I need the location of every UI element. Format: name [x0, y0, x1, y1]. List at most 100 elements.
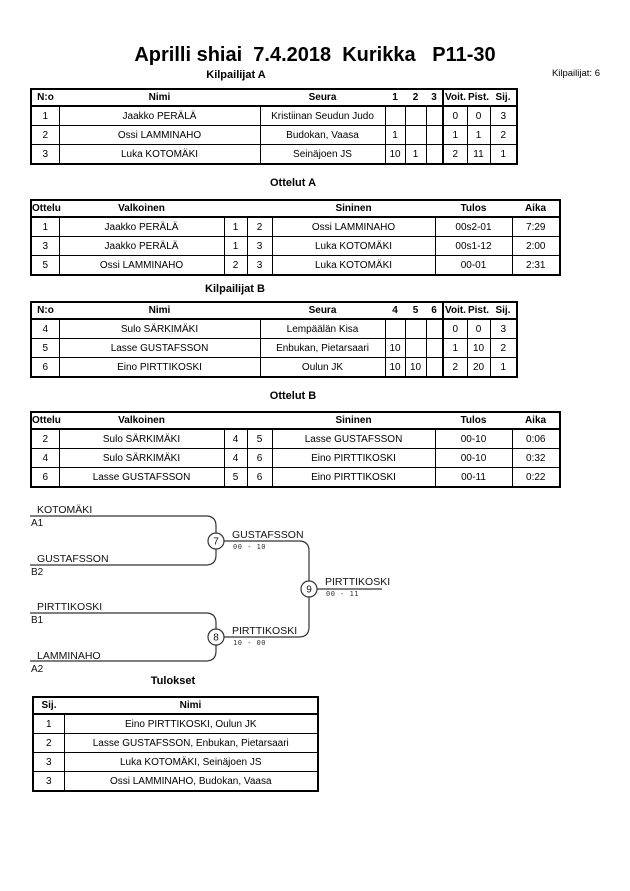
cell-score-1: 10 — [384, 357, 406, 378]
cell-place: 3 — [32, 752, 65, 772]
col-header-wins: Voit. — [442, 89, 467, 107]
bracket-slot-name: KOTOMÄKI — [37, 504, 92, 516]
cell-white: Sulo SÄRKIMÄKI — [58, 448, 225, 468]
col-header-match: Ottelu — [31, 412, 61, 430]
cell-white-no: 1 — [223, 216, 248, 237]
cell-place: 1 — [32, 713, 65, 734]
cell-result: 00-01 — [434, 255, 513, 276]
cell-place: 1 — [489, 357, 518, 378]
cell-points: 0 — [466, 318, 491, 339]
bracket-slot-seed: A1 — [31, 518, 44, 529]
cell-white: Ossi LAMMINAHO — [58, 255, 225, 276]
cell-match-no: 5 — [30, 255, 60, 276]
cell-club: Lempäälän Kisa — [259, 318, 386, 339]
col-header-bno — [247, 200, 272, 218]
table-row: 3 Luka KOTOMÄKI Seinäjoen JS 10 1 2 11 1 — [30, 144, 518, 165]
pool-a-table: N:o Nimi Seura 1 2 3 Voit. Pist. Sij. 1 … — [30, 88, 518, 165]
bracket-line — [224, 540, 310, 581]
cell-name: Ossi LAMMINAHO — [58, 125, 261, 145]
cell-blue-no: 6 — [246, 467, 273, 488]
match-score: 10 - 00 — [233, 639, 266, 647]
col-header-blue: Sininen — [272, 200, 435, 218]
cell-white: Jaakko PERÄLÄ — [58, 216, 225, 237]
cell-name: Eino PIRTTIKOSKI, Oulun JK — [63, 713, 319, 734]
cell-time: 0:32 — [511, 448, 561, 468]
bracket-slot-seed: A2 — [31, 664, 44, 675]
cell-place: 3 — [32, 771, 65, 792]
cell-name: Eino PIRTTIKOSKI — [58, 357, 261, 378]
bracket-slot-seed: B1 — [31, 615, 44, 626]
cell-match-no: 6 — [30, 467, 60, 488]
col-header-m1: 4 — [385, 302, 405, 320]
match-winner: PIRTTIKOSKI — [325, 576, 390, 588]
cell-club: Budokan, Vaasa — [259, 125, 386, 145]
bracket-line — [224, 597, 310, 638]
cell-score-2 — [404, 318, 427, 339]
cell-blue: Luka KOTOMÄKI — [271, 255, 436, 276]
col-header-wno — [224, 412, 247, 430]
cell-no: 5 — [30, 338, 60, 358]
cell-blue: Luka KOTOMÄKI — [271, 236, 436, 256]
cell-score-1: 10 — [384, 144, 406, 165]
table-row: 1 Jaakko PERÄLÄ Kristiinan Seudun Judo 0… — [30, 105, 518, 126]
bracket-line — [30, 515, 217, 533]
col-header-m1: 1 — [385, 89, 405, 107]
cell-match-no: 4 — [30, 448, 60, 468]
cell-score-2: 10 — [404, 357, 427, 378]
match-number: 7 — [213, 537, 219, 548]
cell-match-no: 2 — [30, 428, 60, 449]
bracket-slot-name: GUSTAFSSON — [37, 553, 109, 565]
col-header-wno — [224, 200, 247, 218]
cell-points: 11 — [466, 144, 491, 165]
table-row: 1 Jaakko PERÄLÄ 1 2 Ossi LAMMINAHO 00s2-… — [30, 216, 561, 237]
col-header-time: Aika — [512, 200, 560, 218]
cell-no: 6 — [30, 357, 60, 378]
table-row: 2 Ossi LAMMINAHO Budokan, Vaasa 1 1 1 2 — [30, 125, 518, 145]
cell-white: Lasse GUSTAFSSON — [58, 467, 225, 488]
cell-place: 3 — [489, 318, 518, 339]
cell-blue-no: 3 — [246, 255, 273, 276]
cell-club: Seinäjoen JS — [259, 144, 386, 165]
pool-a-header-row: N:o Nimi Seura 1 2 3 Voit. Pist. Sij. — [31, 89, 517, 107]
cell-place: 2 — [32, 733, 65, 753]
cell-name: Ossi LAMMINAHO, Budokan, Vaasa — [63, 771, 319, 792]
bracket-slot-name: LAMMINAHO — [37, 650, 101, 662]
match-number: 8 — [213, 633, 219, 644]
cell-no: 1 — [30, 105, 60, 126]
matches-b-header-row: Ottelu Valkoinen Sininen Tulos Aika — [31, 412, 560, 430]
table-row: 3 Ossi LAMMINAHO, Budokan, Vaasa — [32, 771, 319, 792]
col-header-name: Nimi — [59, 302, 260, 320]
cell-time: 2:31 — [511, 255, 561, 276]
col-header-time: Aika — [512, 412, 560, 430]
cell-no: 4 — [30, 318, 60, 339]
cell-score-3 — [425, 357, 444, 378]
cell-score-3 — [425, 338, 444, 358]
cell-score-3 — [425, 105, 444, 126]
cell-wins: 2 — [442, 144, 468, 165]
cell-result: 00-10 — [434, 428, 513, 449]
results-heading: Tulokset — [150, 675, 196, 687]
cell-score-2 — [404, 105, 427, 126]
table-row: 4 Sulo SÄRKIMÄKI Lempäälän Kisa 0 0 3 — [30, 318, 518, 339]
table-row: 3 Jaakko PERÄLÄ 1 3 Luka KOTOMÄKI 00s1-1… — [30, 236, 561, 256]
cell-result: 00-11 — [434, 467, 513, 488]
col-header-wins: Voit. — [442, 302, 467, 320]
cell-white-no: 4 — [223, 428, 248, 449]
pool-b-table: N:o Nimi Seura 4 5 6 Voit. Pist. Sij. 4 … — [30, 301, 518, 378]
col-header-bno — [247, 412, 272, 430]
match-circle-9 — [300, 580, 318, 598]
col-header-club: Seura — [260, 302, 385, 320]
cell-white-no: 5 — [223, 467, 248, 488]
matches-b-table: Ottelu Valkoinen Sininen Tulos Aika 2 Su… — [30, 411, 561, 488]
table-row: 2 Lasse GUSTAFSSON, Enbukan, Pietarsaari — [32, 733, 319, 753]
matches-b-heading: Ottelut B — [269, 390, 317, 402]
matches-a-heading: Ottelut A — [269, 177, 317, 189]
col-header-m3: 6 — [426, 302, 443, 320]
match-winner: PIRTTIKOSKI — [232, 625, 297, 637]
col-header-no: N:o — [31, 302, 59, 320]
col-header-name: Nimi — [59, 89, 260, 107]
match-circle-8 — [207, 628, 225, 646]
results-table: Sij. Nimi 1 Eino PIRTTIKOSKI, Oulun JK 2… — [32, 696, 319, 792]
col-header-white: Valkoinen — [59, 412, 224, 430]
table-row: 5 Lasse GUSTAFSSON Enbukan, Pietarsaari … — [30, 338, 518, 358]
